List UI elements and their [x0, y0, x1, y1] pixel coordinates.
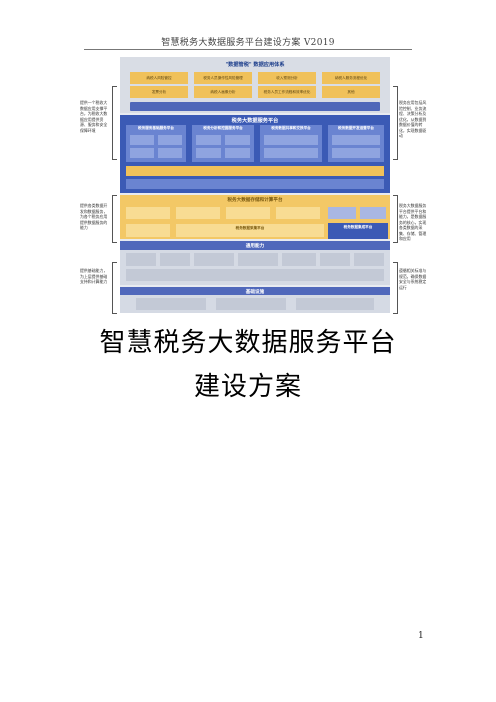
- service-column-title: 税务分析和挖掘服务平台: [203, 126, 243, 130]
- service-column: 税务分析和挖掘服务平台: [192, 125, 254, 162]
- service-column-title: 税务数据开发运营平台: [338, 126, 374, 130]
- storage-box: [328, 207, 356, 219]
- app-box: 收入预测分析: [258, 72, 316, 84]
- right-bracket-bottom: [393, 262, 398, 314]
- divider-bar: [130, 102, 380, 111]
- storage-compute-band: 税务大数据存储和计算平台 税务数据采集平台 税务数据集成平台: [120, 195, 390, 239]
- service-column-title: 税务服务基础服务平台: [138, 126, 174, 130]
- note-right-top: 税务应用包括风险控制、业务流程、决策分析及优化，从数据到数据价值的转化，实现数据…: [399, 100, 427, 138]
- application-row-2: 发票分析 纳税人画像分析 税务人员工作流程和效率优化 其他: [130, 86, 380, 98]
- storage-box: [226, 207, 270, 219]
- service-column: 税务数据共享和交换平台: [260, 125, 322, 162]
- integration-platform: 税务数据集成平台: [328, 223, 388, 239]
- service-cell: [196, 135, 221, 145]
- ability-box: [126, 253, 156, 266]
- ability-box: [320, 253, 350, 266]
- integration-platform-title: 税务数据集成平台: [343, 225, 373, 229]
- service-column: 税务服务基础服务平台: [126, 125, 186, 162]
- service-cell: [130, 148, 154, 158]
- left-bracket-bottom: [112, 262, 117, 314]
- app-box: 其他: [322, 86, 380, 98]
- service-cell: [225, 148, 250, 158]
- storage-compute-title: 税务大数据存储和计算平台: [227, 198, 283, 203]
- note-left-bottom: 提供基础能力，为上层提供基础支持和计算能力: [80, 268, 108, 284]
- storage-box: [176, 207, 220, 219]
- service-cell: [158, 148, 182, 158]
- collection-platform: 税务数据采集平台: [176, 224, 324, 237]
- service-cell: [130, 135, 154, 145]
- service-column: 税务数据开发运营平台: [328, 125, 384, 162]
- document-title-line-2: 建设方案: [193, 372, 302, 402]
- service-cell: [158, 135, 182, 145]
- ability-box: [238, 253, 278, 266]
- document-title-line-1: 智慧税务大数据服务平台: [99, 328, 397, 358]
- storage-box: [276, 207, 320, 219]
- note-right-bottom: 遵循相关标准与规范，确保数据安全与系统稳定运行: [399, 268, 427, 290]
- service-cell: [264, 148, 318, 158]
- app-box: 发票分析: [130, 86, 188, 98]
- storage-box: [126, 207, 170, 219]
- app-box: 纳税人服务流程优化: [322, 72, 380, 84]
- ability-box: [126, 269, 384, 281]
- right-bracket-top: [393, 86, 398, 160]
- right-bracket-mid: [393, 195, 398, 243]
- left-bracket-mid: [112, 195, 117, 243]
- ability-box: [282, 253, 316, 266]
- common-ability-title-bar: 通用能力: [120, 241, 390, 250]
- service-column-title: 税务数据共享和交换平台: [271, 126, 311, 130]
- collection-platform-title: 税务数据采集平台: [235, 226, 265, 230]
- ability-box: [160, 253, 190, 266]
- header-text: 智慧税务大数据服务平台建设方案 V2019: [161, 38, 335, 48]
- storage-box: [126, 224, 170, 237]
- app-box: 税务人员操作性风险管理: [194, 72, 252, 84]
- application-system-title: "数据管税" 数据应用体系: [225, 62, 285, 68]
- infrastructure-box: [136, 298, 206, 310]
- infrastructure-title-bar: 基础设施: [120, 287, 390, 295]
- page-number: 1: [418, 631, 424, 641]
- service-cell: [225, 135, 250, 145]
- app-box: 税务人员工作流程和效率优化: [258, 86, 316, 98]
- architecture-diagram: "数据管税" 数据应用体系 纳税人风险管控 税务人员操作性风险管理 收入预测分析…: [120, 57, 390, 313]
- common-ability-band: 通用能力: [120, 241, 390, 285]
- service-platform-band: 税务大数据服务平台 税务服务基础服务平台 税务分析和挖掘服务平台 税务数据共享和…: [120, 115, 390, 193]
- note-left-top: 提供一个税收大数据应用支撑平台，为税收大数据应用提供资源、服务和安全保障环境: [80, 100, 108, 133]
- infrastructure-title: 基础设施: [245, 289, 265, 295]
- storage-box: [360, 207, 386, 219]
- ability-box: [354, 253, 384, 266]
- note-right-mid: 税务大数据服务平台提供平台和能力，是数据服务的核心，实现各类数据的采集、存储、管…: [399, 203, 427, 241]
- note-left-mid: 提供各类数据开发和数据服务，为各个税务应用提供数据服务的能力: [80, 203, 108, 230]
- app-box: 纳税人画像分析: [194, 86, 252, 98]
- infrastructure-band: 基础设施: [120, 287, 390, 313]
- service-cell: [332, 135, 380, 145]
- common-ability-title: 通用能力: [245, 244, 265, 249]
- service-platform-title: 税务大数据服务平台: [231, 118, 279, 124]
- application-row-1: 纳税人风险管控 税务人员操作性风险管理 收入预测分析 纳税人服务流程优化: [130, 72, 380, 84]
- service-divider: [126, 179, 384, 189]
- service-cell: [264, 135, 318, 145]
- ability-box: [194, 253, 234, 266]
- left-bracket-top: [112, 86, 117, 160]
- infrastructure-box: [216, 298, 286, 310]
- app-box: 纳税人风险管控: [130, 72, 188, 84]
- service-cell: [196, 148, 221, 158]
- header-rule: [84, 49, 412, 50]
- service-cell: [332, 148, 380, 158]
- service-divider: [126, 166, 384, 176]
- infrastructure-box: [296, 298, 374, 310]
- application-system-band: "数据管税" 数据应用体系 纳税人风险管控 税务人员操作性风险管理 收入预测分析…: [120, 57, 390, 113]
